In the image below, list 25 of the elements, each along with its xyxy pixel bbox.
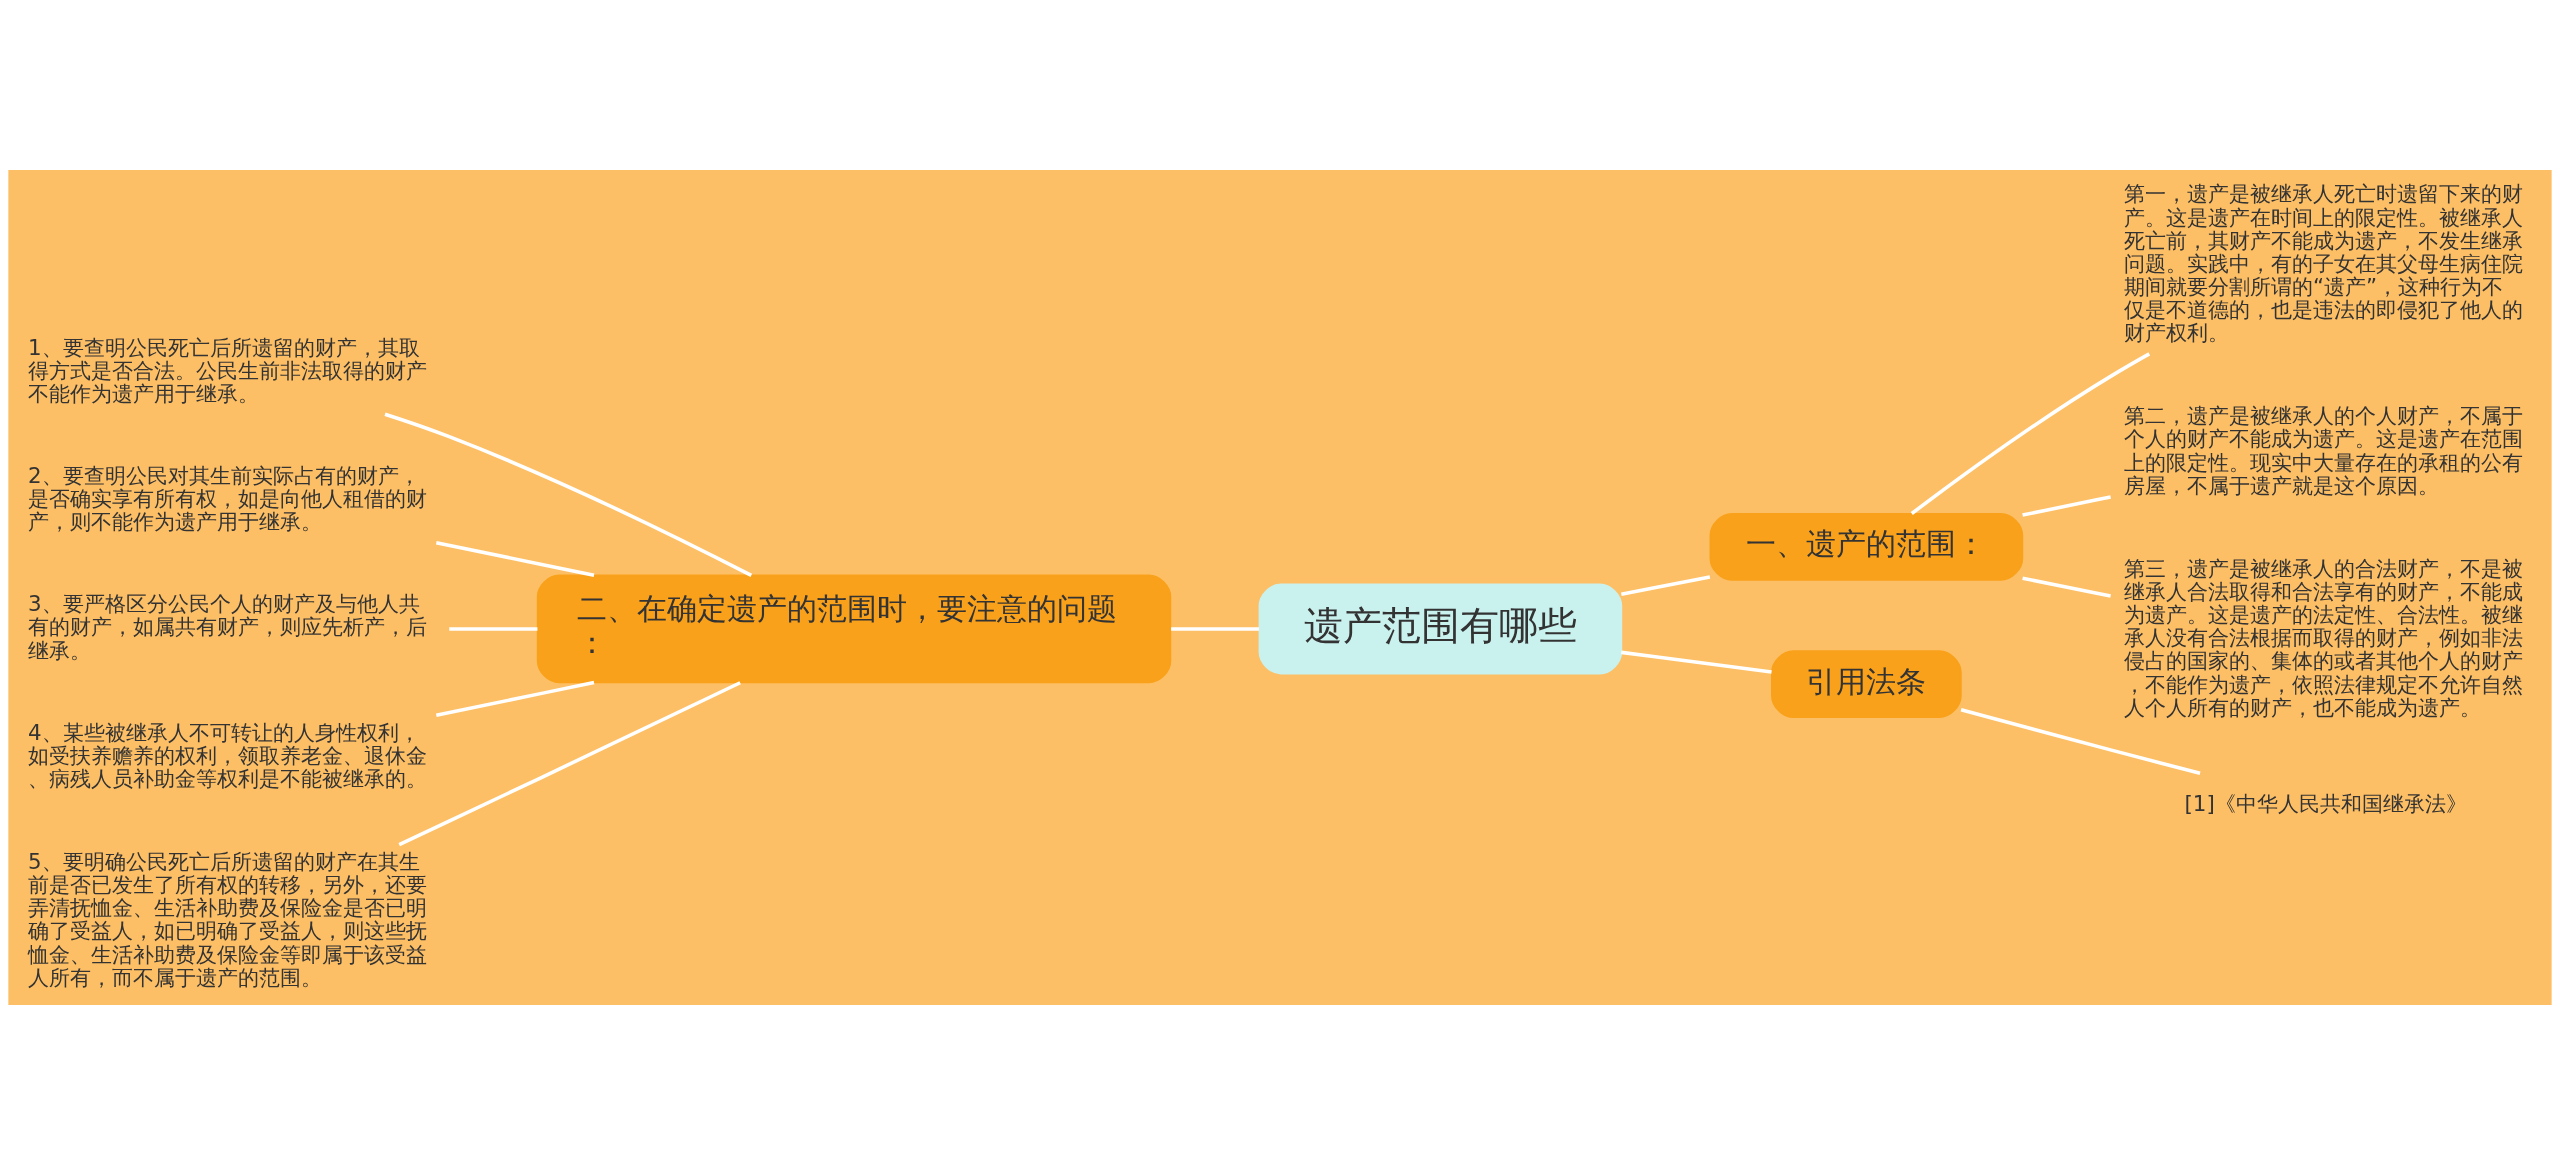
node-box: 一、遗产的范围： — [1709, 513, 2024, 581]
connector — [1621, 575, 1711, 596]
connector — [449, 627, 538, 631]
node-text: 5、要明确公民死亡后所遗留的财产在其生前是否已发生了所有权的转移，另外，还要弄清抚恤金、生活补助费及保险金是否已明确了受益人，如已明确了受益人，则这些抚恤金、生活补助费及保险金等即属于该受益人所有，而不属于遗产的范围。 — [27, 848, 427, 990]
node-text: 3、要严格区分公民个人的财产及与他人共有的财产，如属共有财产，则应先析产，后继承。 — [27, 591, 427, 663]
node-text: [1]《中华人民共和国继承法》 — [2184, 790, 2467, 816]
connector — [2022, 495, 2111, 517]
node-text: 第二，遗产是被继承人的个人财产，不属于个人的财产不能成为遗产。这是遗产在范围上的限定性。现实中大量存在的承租的公有房屋，不属于遗产就是这个原因。 — [2123, 403, 2523, 498]
connector — [2022, 576, 2111, 598]
connector — [435, 540, 595, 578]
node-text: 第一，遗产是被继承人死亡时遗留下来的财产。这是遗产在时间上的限定性。被继承人死亡前，其财产不能成为遗产，不发生继承问题。实践中，有的子女在其父母生病住院期间就要分割所谓的“遗产”，这种行为不仅是不道德的，也是违法的即侵犯了他人的财产权利。 — [2123, 181, 2523, 346]
node-box: 遗产范围有哪些 — [1258, 583, 1623, 675]
connector — [1621, 650, 1772, 674]
connector — [1910, 352, 2151, 515]
node-text: 1、要查明公民死亡后所遗留的财产，其取得方式是否合法。公民生前非法取得的财产不能作为遗产用于继承。 — [27, 334, 427, 406]
node-text: 第三，遗产是被继承人的合法财产，不是被继承人合法取得和合法享有的财产，不能成为遗产。这是遗产的法定性、合法性。被继承人没有合法根据而取得的财产，例如非法侵占的国家的、集体的或者其他个人的财产，不能作为遗产，依照法律规定不允许自然人个人所有的财产，也不能成为遗产。 — [2123, 555, 2523, 720]
connector — [1960, 707, 2201, 775]
connector — [435, 680, 595, 717]
node-text: 4、某些被继承人不可转让的人身性权利，如受扶养赡养的权利，领取养老金、退休金、病残人员补助金等权利是不能被继承的。 — [27, 719, 427, 791]
node-box: 二、在确定遗产的范围时，要注意的问题： — [536, 574, 1172, 684]
node-box: 引用法条 — [1771, 650, 1962, 719]
node-text: 2、要查明公民对其生前实际占有的财产，是否确实享有所有权，如是向他人租借的财产，则不能作为遗产用于继承。 — [27, 462, 427, 535]
connector — [398, 681, 741, 847]
connector — [384, 412, 753, 577]
connector — [1171, 627, 1259, 631]
